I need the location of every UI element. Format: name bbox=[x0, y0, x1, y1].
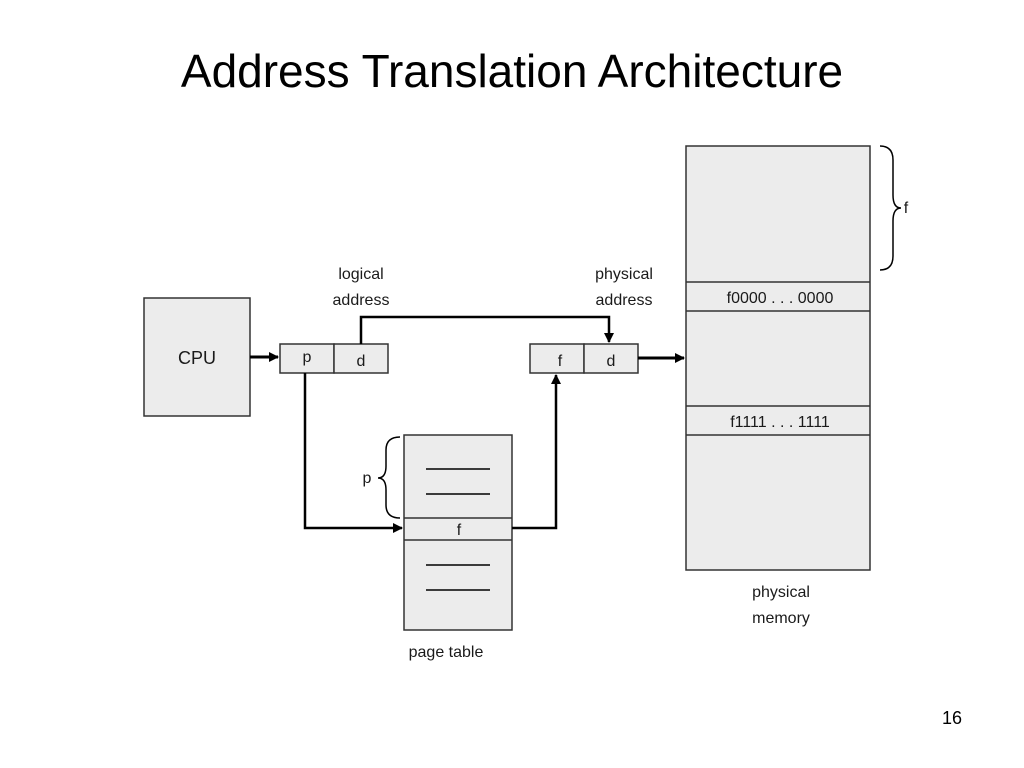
page-table-box bbox=[403, 434, 513, 631]
slide-number: 16 bbox=[941, 708, 962, 728]
logical-page-field bbox=[279, 343, 335, 374]
page-table-entry-f: f bbox=[457, 522, 462, 539]
frame-end-address: f1111 . . . 1111 bbox=[730, 414, 830, 431]
physical-memory-box bbox=[685, 145, 871, 571]
frame-number-arrow bbox=[512, 374, 561, 530]
physical-memory-label-line1: physical bbox=[752, 584, 810, 601]
frame-start-address: f0000 . . . 0000 bbox=[727, 290, 834, 307]
cpu-label: CPU bbox=[178, 348, 216, 368]
page-brace bbox=[377, 436, 401, 519]
physical-frame-field bbox=[529, 343, 585, 374]
logical-address-label-line1: logical bbox=[338, 266, 383, 283]
physical-offset-label: d bbox=[607, 353, 616, 370]
logical-page-label: p bbox=[303, 349, 312, 366]
offset-copy-arrow bbox=[359, 315, 614, 344]
logical-offset-label: d bbox=[357, 353, 366, 370]
page-brace-label: p bbox=[363, 470, 372, 487]
page-table-label: page table bbox=[409, 644, 484, 661]
physical-frame-label: f bbox=[558, 353, 563, 370]
slide-title: Address Translation Architecture bbox=[180, 45, 844, 97]
physical-memory-label-line2: memory bbox=[752, 610, 810, 627]
cpu-box bbox=[143, 297, 251, 417]
frame-brace bbox=[879, 145, 902, 271]
physical-address-label-line2: address bbox=[596, 292, 653, 309]
page-lookup-arrow bbox=[303, 373, 403, 533]
physical-address-label-line1: physical bbox=[595, 266, 653, 283]
logical-address-label-line2: address bbox=[333, 292, 390, 309]
frame-brace-label: f bbox=[904, 200, 909, 217]
